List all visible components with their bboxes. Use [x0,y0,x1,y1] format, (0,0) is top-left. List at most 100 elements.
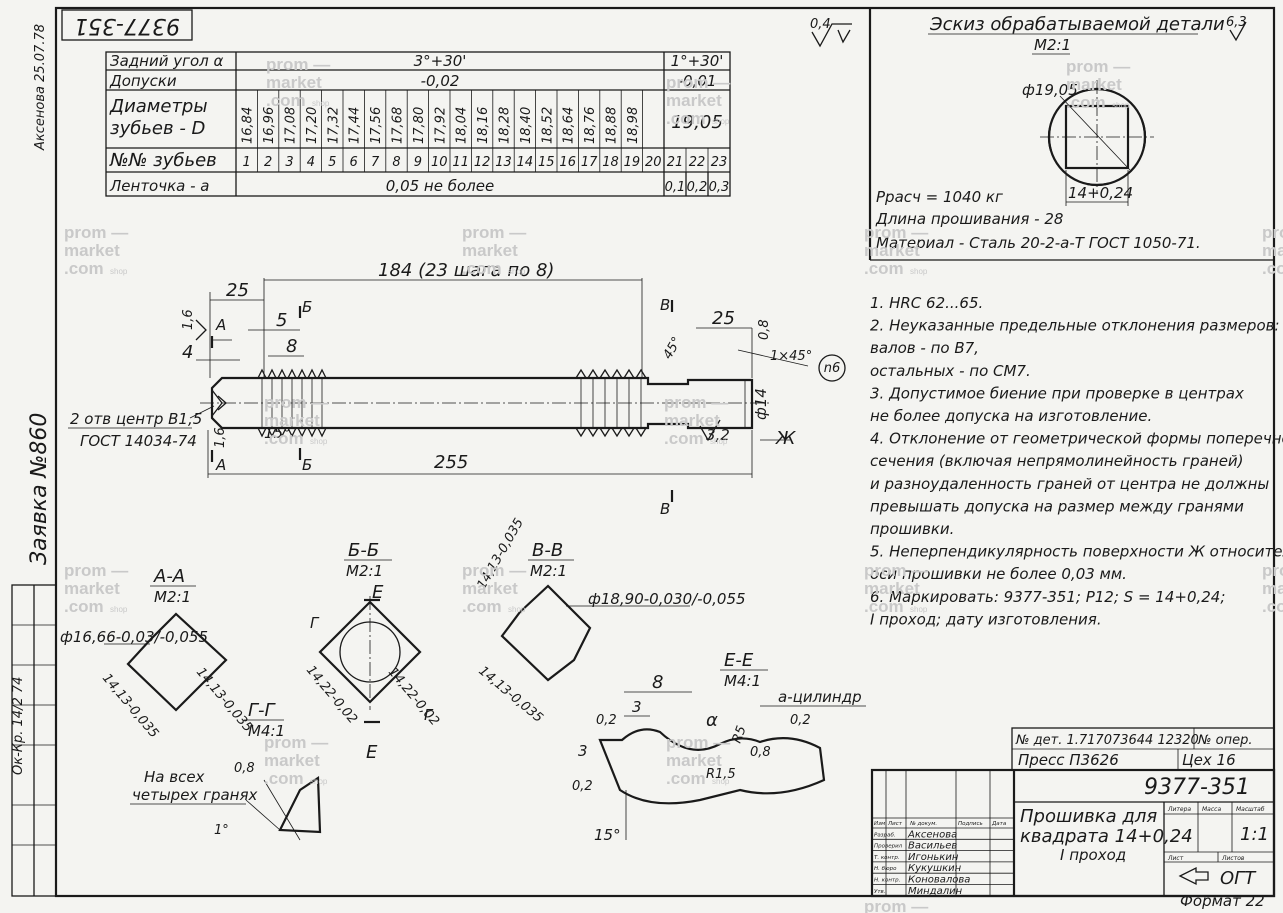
watermark-text: shop [110,267,128,276]
table-row-label: Ленточка - а [109,177,210,195]
sketch-length: Длина прошивания - 28 [875,210,1063,228]
note-line: 2. Неуказанные предельные отклонения раз… [870,317,1280,335]
table-cell: -0,02 [421,72,460,90]
bb-title: Б-Б [348,540,379,561]
center-holes-2: ГОСТ 14034-74 [80,432,197,450]
role-label: Н. контр. [874,878,901,884]
role-label: Разраб. [874,832,896,838]
head-label: Дата [991,821,1007,827]
bb-side2: 14,22-0,02 [385,665,442,729]
watermark-text: prom — [864,223,928,242]
table-row-label: зубьев - D [110,118,205,139]
diameter-cell: 18,40 [519,107,534,144]
ee-02c: 0,2 [790,713,811,728]
watermark-text: .com [1066,93,1106,112]
title-format: Формат 22 [1180,892,1265,910]
tooth-number-cell: 19 [624,155,641,170]
watermark-text: prom — [1262,561,1283,580]
diameter-cell: 16,84 [241,107,256,144]
tooth-number-cell: 22 [689,155,706,170]
tooth-number-cell: 21 [667,155,684,170]
table-row-label: Допуски [109,72,177,90]
ee-8: 8 [652,672,663,693]
cut-a-bottom: А [215,456,226,474]
ee-02a: 0,2 [596,713,617,728]
tooth-number-cell: 9 [414,155,422,170]
tooth-number-cell: 14 [517,155,534,170]
request-number: Заявка №860 [27,413,52,565]
person-name: Игонькин [908,852,959,863]
watermark-text: prom — [264,393,328,412]
diameter-cell: 16,96 [262,107,277,144]
dim-255: 255 [434,452,468,473]
sketch-scale: М2:1 [1034,36,1071,54]
title-name-3: I проход [1060,846,1126,864]
diameter-cell: 17,44 [348,107,363,144]
table-row-label: Диаметры [109,96,208,117]
watermark-text: market [64,579,120,598]
role-label: Утв. [874,889,886,895]
watermark-text: .com [1262,259,1283,278]
diameter-cell: 18,04 [455,107,470,144]
watermark-text: .com [664,429,704,448]
note-line: прошивки. [870,520,954,538]
chamfer-label: 1×45° [770,349,812,364]
watermark-text: shop [910,267,928,276]
section-bb: Б-Б М2:1 Е Г 14,22-0,02 14,22-0,02 Е Г [303,540,442,763]
rough-16a: 1,6 [181,309,196,330]
person-name: Миндалин [908,886,963,897]
sketch-roughness-value: 6,3 [1226,15,1247,30]
tooth-number-cell: 7 [371,155,380,170]
watermark-text: prom — [264,733,328,752]
table-cell: -0,01 [678,72,717,90]
note-line: 6. Маркировать: 9377-351; Р12; S = 14+0,… [870,588,1225,606]
note-line: 1. HRC 62...65. [870,294,983,312]
det-no: № дет. 1.717073644 12320 [1015,733,1199,748]
section-vv: В-В М2:1 ф18,90-0,030/-0,055 14,13-0,035… [474,516,745,726]
watermark-text: .com [264,769,304,788]
watermark-text: prom — [64,223,128,242]
person-name: Васильев [908,841,957,852]
section-gg: Г-Г М4:1 На всех четырех гранях 0,8 1° [130,700,322,841]
diameter-cell: 18,64 [562,107,577,144]
dim-8: 8 [286,336,297,357]
col-mass: Масса [1202,806,1221,813]
vv-side2: 14,13-0,035 [475,664,545,726]
surface-zh: Ж [775,428,796,449]
watermark-text: .com [462,597,502,616]
tooth-number-cell: 6 [350,155,358,170]
table-cell: 0,1 [665,180,686,195]
watermark-text: market [1262,241,1283,260]
section-ee: Е-Е М4:1 8 3 0,2 3 0,2 α R5 R1,5 0,8 а-ц… [572,650,866,844]
watermark-text: shop [310,437,328,446]
head-label: Подпись [958,821,983,827]
watermark-text: market [264,751,320,770]
diameter-cell: 17,80 [412,107,427,144]
tooth-number-cell: 15 [538,155,555,170]
left-date-note: Аксенова 25.07.78 [33,24,48,151]
sketch-force: Ррасч = 1040 кг [876,188,1003,206]
dim-25-right: 25 [712,308,735,329]
watermark-text: market [666,751,722,770]
watermark-text: prom — [462,561,526,580]
dim-184: 184 (23 шага по 8) [378,260,554,281]
drawing-frame [54,6,1276,898]
technical-notes: 1. HRC 62...65. 2. Неуказанные предельные… [870,294,1283,628]
watermark-text: market [264,411,320,430]
broach-main-view: 184 (23 шага по 8) 25 5 8 4 255 25 1×45°… [68,260,846,518]
watermark-text: market [64,241,120,260]
watermark-text: market [462,579,518,598]
table-cell: 0,2 [687,180,708,195]
ee-r5: R5 [730,724,750,745]
table-cell: 3°+30' [414,52,467,70]
tooth-number-cell: 4 [307,155,315,170]
person-name: Аксенова [907,829,957,840]
role-label: Т. контр. [874,855,900,861]
rotated-drawing-number: 9377-351 [74,13,180,38]
watermark-text: .com [1262,597,1283,616]
roughness-main-icon [811,23,852,48]
bb-mark-e-bottom: Е [366,742,378,763]
bb-scale: М2:1 [346,562,383,580]
